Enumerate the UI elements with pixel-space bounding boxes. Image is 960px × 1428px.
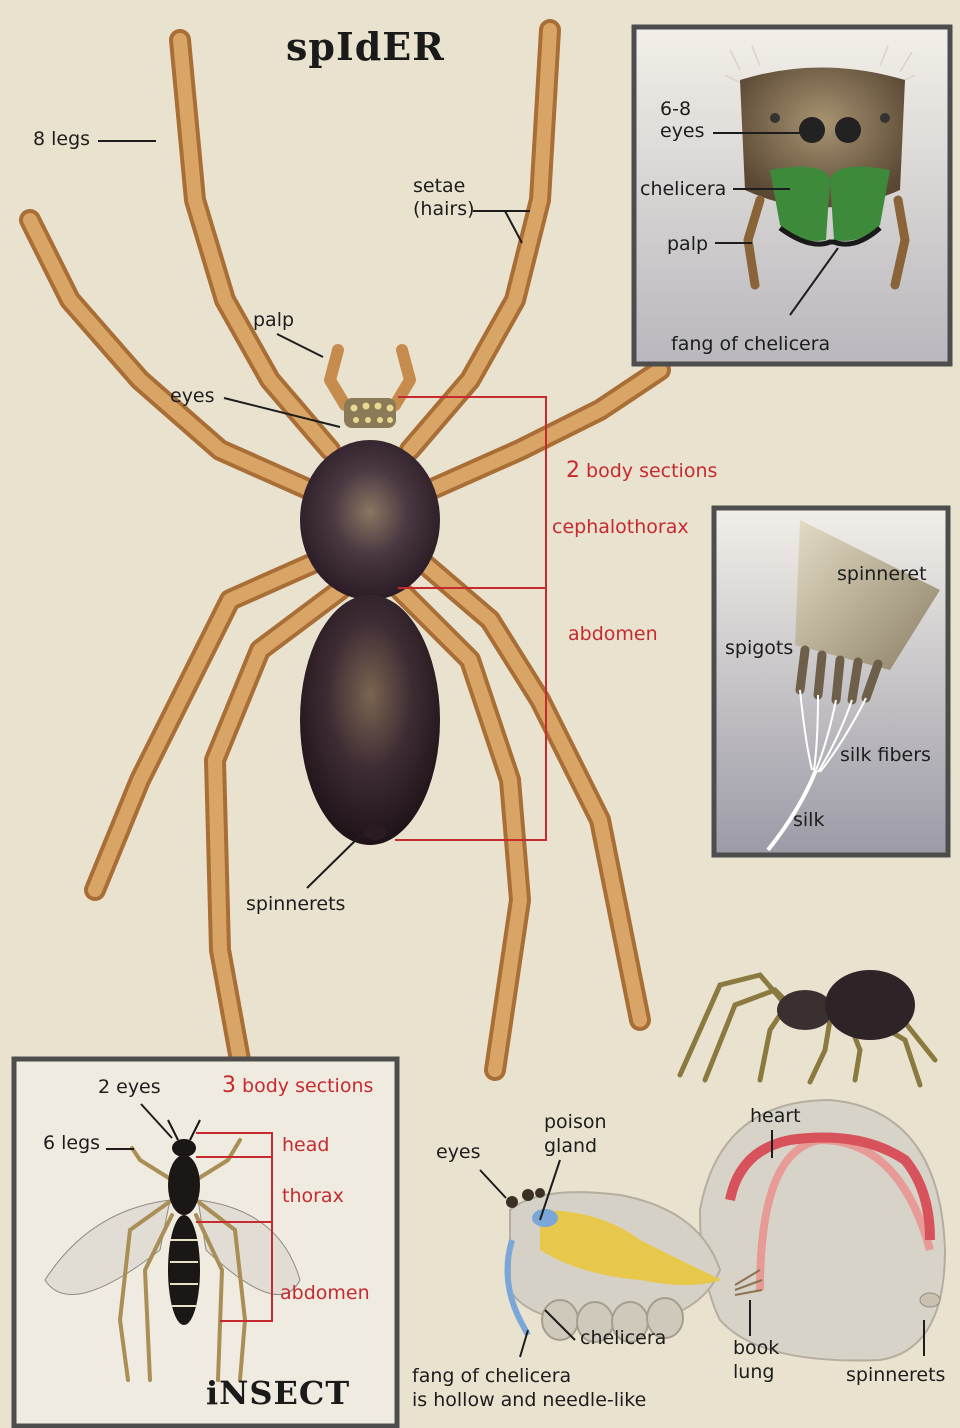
insect-inset-art: [14, 1059, 397, 1426]
insect-body-sections-count: 3: [222, 1073, 236, 1098]
spider-title: spIdER: [286, 24, 445, 69]
inset-fang-label: fang of chelicera: [671, 333, 830, 356]
body-sections-count: 2: [566, 458, 580, 483]
cephalothorax-label: cephalothorax: [552, 516, 689, 539]
heart-label: heart: [750, 1105, 801, 1128]
side-view-spider-art: [680, 970, 935, 1085]
spinnerets-label: spinnerets: [246, 893, 345, 916]
anatomy-chelicera-label: chelicera: [580, 1327, 666, 1350]
body-sections-label: 2 body sections: [566, 459, 717, 483]
silk-label: silk: [793, 809, 824, 832]
spinneret-label: spinneret: [837, 563, 927, 586]
abdomen-label: abdomen: [568, 623, 658, 646]
fang-note-label: fang of chelicera is hollow and needle-l…: [412, 1364, 646, 1412]
silk-fibers-label: silk fibers: [840, 744, 931, 767]
insect-legs-label: 6 legs: [43, 1132, 100, 1155]
anatomy-eyes-label: eyes: [436, 1141, 481, 1164]
insect-eyes-label: 2 eyes: [98, 1076, 161, 1099]
spigots-label: spigots: [725, 637, 793, 660]
inset-chelicera-label: chelicera: [640, 178, 726, 201]
palp-label: palp: [253, 309, 294, 332]
legs-label: 8 legs: [33, 128, 90, 151]
body-sections-text: body sections: [580, 460, 717, 482]
insect-body-sections-label: 3 body sections: [222, 1074, 373, 1098]
inset-eyes-label: 6-8 eyes: [660, 98, 705, 142]
insect-abdomen-label: abdomen: [280, 1282, 370, 1305]
poison-gland-label: poison gland: [544, 1110, 607, 1158]
insect-thorax-label: thorax: [282, 1185, 344, 1208]
setae-label: setae (hairs): [413, 175, 475, 221]
insect-head-label: head: [282, 1134, 329, 1157]
insect-body-sections-text: body sections: [236, 1075, 373, 1097]
spinneret-inset-art: [714, 508, 948, 855]
anatomy-spinnerets-label: spinnerets: [846, 1364, 945, 1387]
eyes-label: eyes: [170, 385, 215, 408]
book-lung-label: book lung: [733, 1336, 779, 1384]
insect-title: iNSECT: [206, 1374, 350, 1412]
inset-palp-label: palp: [667, 233, 708, 256]
